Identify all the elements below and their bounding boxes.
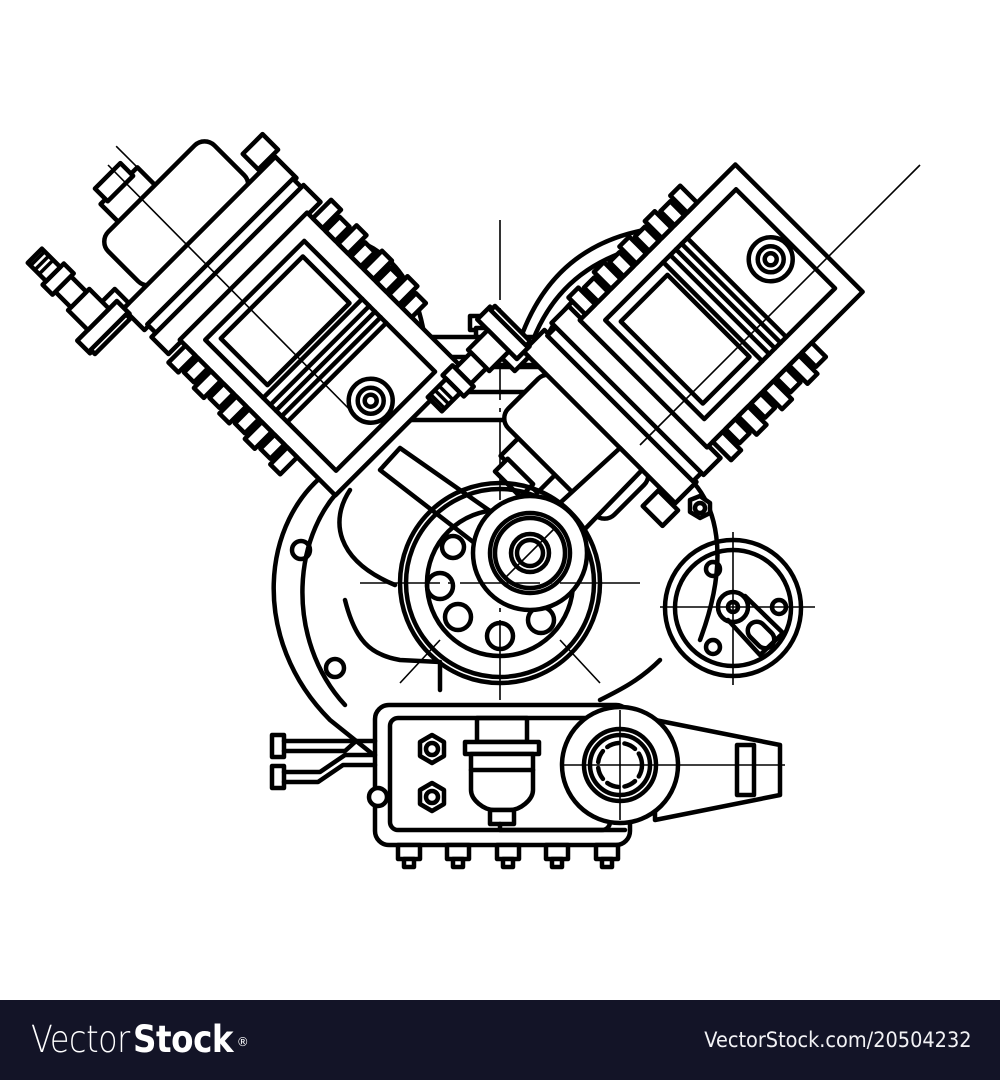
registered-mark-icon: ® <box>236 1035 249 1049</box>
image-url: VectorStock.com/20504232 <box>704 1028 972 1052</box>
logo-text-bold: Stock <box>132 1018 234 1061</box>
watermark-footer: VectorStock® VectorStock.com/20504232 <box>0 1000 1000 1080</box>
vectorstock-logo: VectorStock® <box>31 1018 249 1062</box>
logo-text-light: Vector <box>31 1018 130 1061</box>
engine-drawing <box>0 63 921 870</box>
